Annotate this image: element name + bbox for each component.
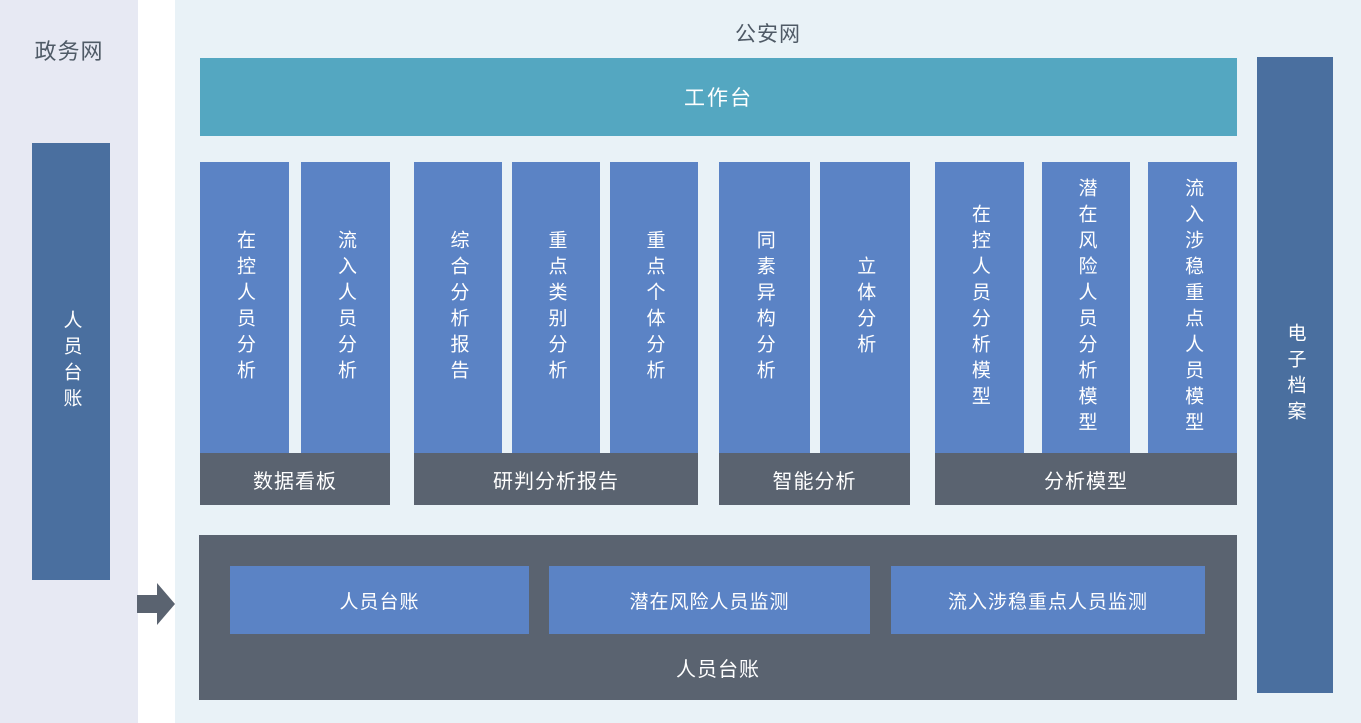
module-bar: 重点个体分析 (610, 162, 698, 453)
module-group-analysis-report: 综合分析报告 重点类别分析 重点个体分析 研判分析报告 (414, 162, 698, 505)
button-label: 流入涉稳重点人员监测 (947, 590, 1148, 613)
module-bar: 立体分析 (819, 162, 910, 453)
module-bar-label: 在控人员分析 (234, 229, 256, 386)
module-bar-label: 流入人员分析 (335, 229, 357, 386)
button-label: 人员台账 (339, 590, 420, 613)
module-group-data-dashboard: 在控人员分析 流入人员分析 数据看板 (200, 162, 390, 505)
module-bar: 在控人员分析模型 (935, 162, 1024, 453)
police-network-panel: 公安网 工作台 在控人员分析 流入人员分析 数据看板 综合分析报告 (175, 0, 1361, 723)
group-label-text: 研判分析报告 (493, 468, 619, 493)
group-label-analysis-models: 分析模型 (935, 453, 1237, 505)
button-personnel-ledger: 人员台账 (230, 566, 529, 634)
personnel-ledger-panel-label: 人员台账 (676, 657, 760, 681)
personnel-ledger-sidebar: 人员台账 (32, 143, 110, 580)
module-bar-label: 同素异构分析 (753, 229, 776, 386)
module-bar-label: 潜在风险人员分析模型 (1075, 177, 1098, 438)
group-label-data-dashboard: 数据看板 (200, 453, 390, 505)
module-group-intelligent-analysis: 同素异构分析 立体分析 智能分析 (719, 162, 910, 505)
module-bar: 流入人员分析 (301, 162, 390, 453)
group-label-intelligent-analysis: 智能分析 (719, 453, 910, 505)
module-group-analysis-models: 在控人员分析模型 潜在风险人员分析模型 流入涉稳重点人员模型 分析模型 (935, 162, 1238, 505)
government-network-label: 政务网 (34, 40, 104, 65)
personnel-ledger-panel: 人员台账 潜在风险人员监测 流入涉稳重点人员监测 人员台账 (199, 535, 1237, 700)
workbench-bar-label: 工作台 (684, 86, 753, 110)
personnel-ledger-sidebar-label: 人员台账 (60, 309, 83, 414)
electronic-archive-bar-label: 电子档案 (1284, 323, 1307, 427)
module-bar: 同素异构分析 (719, 162, 810, 453)
module-bar: 在控人员分析 (200, 162, 289, 453)
button-label: 潜在风险人员监测 (629, 590, 790, 613)
flow-arrow-icon (137, 581, 175, 627)
government-network-panel: 政务网 人员台账 (0, 0, 138, 723)
police-network-label: 公安网 (735, 22, 801, 46)
button-inflow-key-person-monitoring: 流入涉稳重点人员监测 (891, 566, 1205, 634)
module-bar: 潜在风险人员分析模型 (1041, 162, 1131, 453)
group-label-text: 智能分析 (772, 468, 857, 493)
module-bar-label: 流入涉稳重点人员模型 (1182, 177, 1205, 438)
button-potential-risk-monitoring: 潜在风险人员监测 (549, 566, 870, 634)
group-label-text: 分析模型 (1044, 468, 1128, 493)
module-bar-label: 在控人员分析模型 (968, 203, 991, 412)
group-label-analysis-report: 研判分析报告 (414, 453, 698, 505)
electronic-archive-bar: 电子档案 (1257, 57, 1333, 693)
module-bar: 重点类别分析 (512, 162, 600, 453)
module-bar-label: 综合分析报告 (447, 229, 470, 386)
workbench-bar: 工作台 (200, 58, 1237, 136)
module-bar-label: 重点个体分析 (643, 229, 666, 386)
module-bar-label: 重点类别分析 (545, 229, 568, 386)
group-label-text: 数据看板 (253, 468, 337, 493)
module-bar: 流入涉稳重点人员模型 (1148, 162, 1238, 453)
module-bar-label: 立体分析 (854, 255, 877, 360)
module-bar: 综合分析报告 (414, 162, 502, 453)
